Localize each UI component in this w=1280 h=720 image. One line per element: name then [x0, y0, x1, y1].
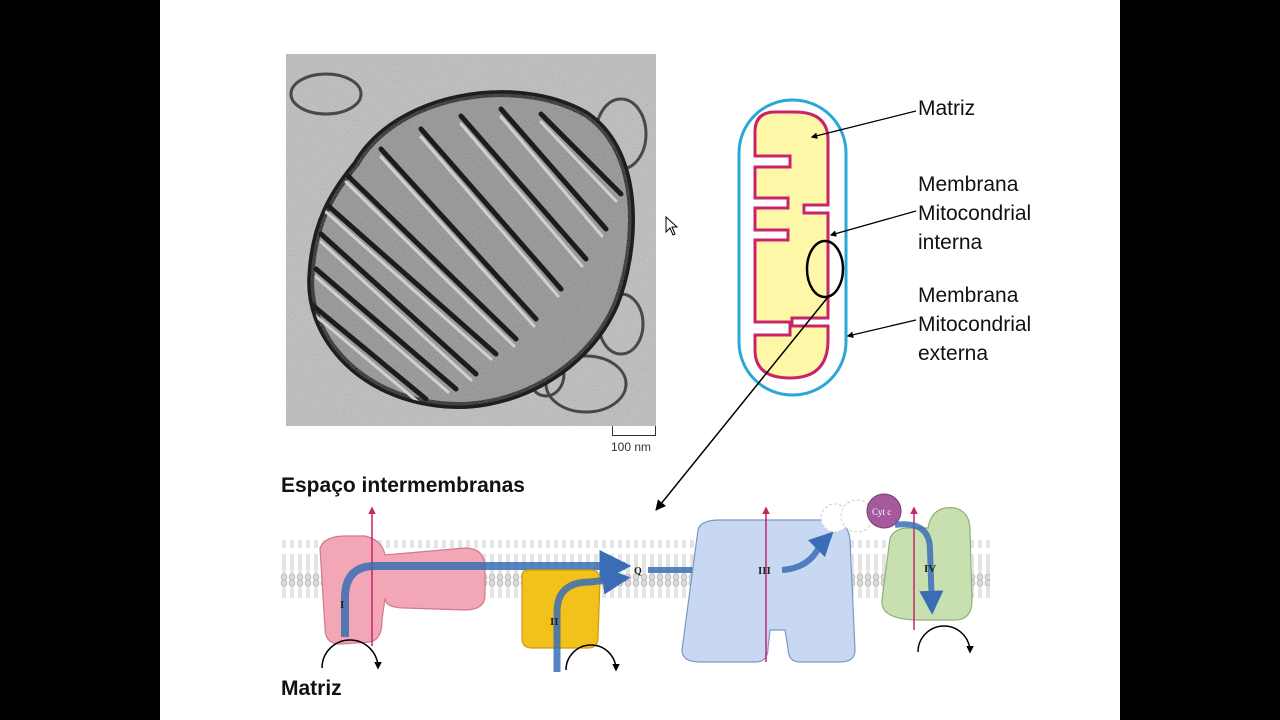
complex-II: [521, 566, 631, 672]
matrix-pointer-arrow: [810, 110, 917, 139]
rotation-arc-II: [565, 644, 620, 672]
rotation-arc-I: [321, 639, 382, 670]
zoom-arrow: [655, 296, 829, 511]
mouse-cursor-icon: [665, 216, 679, 236]
cytochrome-c-label: Cyt c: [872, 507, 891, 517]
mitochondrion-schematic: [737, 98, 848, 397]
inner-membrane-label: Membrana Mitocondrial interna: [918, 170, 1031, 257]
outer-membrane-pointer-arrow: [846, 319, 917, 338]
cytochrome-c: [820, 493, 902, 533]
inner-membrane-pointer-arrow: [829, 210, 917, 237]
slide: 100 nm Matriz Membrana Mitocondrial inte…: [160, 0, 1120, 720]
electron-micrograph: [286, 54, 656, 426]
outer-membrane-label: Membrana Mitocondrial externa: [918, 281, 1031, 368]
complex-III: [681, 506, 856, 663]
complex-IV-label: IV: [924, 563, 936, 575]
inner-membrane-label-line: Membrana: [918, 173, 1019, 196]
scale-bar: [612, 426, 656, 436]
complex-III-label: III: [758, 565, 771, 577]
complex-IV: [881, 506, 973, 630]
inner-membrane-path: [753, 110, 830, 380]
complex-I-label: I: [340, 599, 344, 611]
scale-bar-label: 100 nm: [611, 440, 652, 454]
inner-membrane-label-line: Mitocondrial: [918, 202, 1032, 225]
highlight-circle: [805, 239, 845, 299]
diagram-overlay: I II Q III IV Cyt c: [280, 98, 990, 672]
inner-membrane-label-line: interna: [918, 231, 983, 254]
matrix-region-label: Matriz: [281, 677, 342, 700]
complex-II-label: II: [550, 616, 559, 628]
outer-membrane-label-line: externa: [918, 342, 989, 365]
matrix-label-text: Matriz: [918, 97, 976, 120]
q-label: Q: [634, 566, 642, 577]
outer-membrane-label-line: Membrana: [918, 284, 1019, 307]
outer-membrane-label-line: Mitocondrial: [918, 313, 1032, 336]
intermembrane-space-label: Espaço intermembranas: [281, 474, 525, 497]
complex-I: [319, 506, 632, 646]
rotation-arc-IV: [917, 625, 974, 654]
matrix-label: Matriz: [918, 94, 975, 123]
